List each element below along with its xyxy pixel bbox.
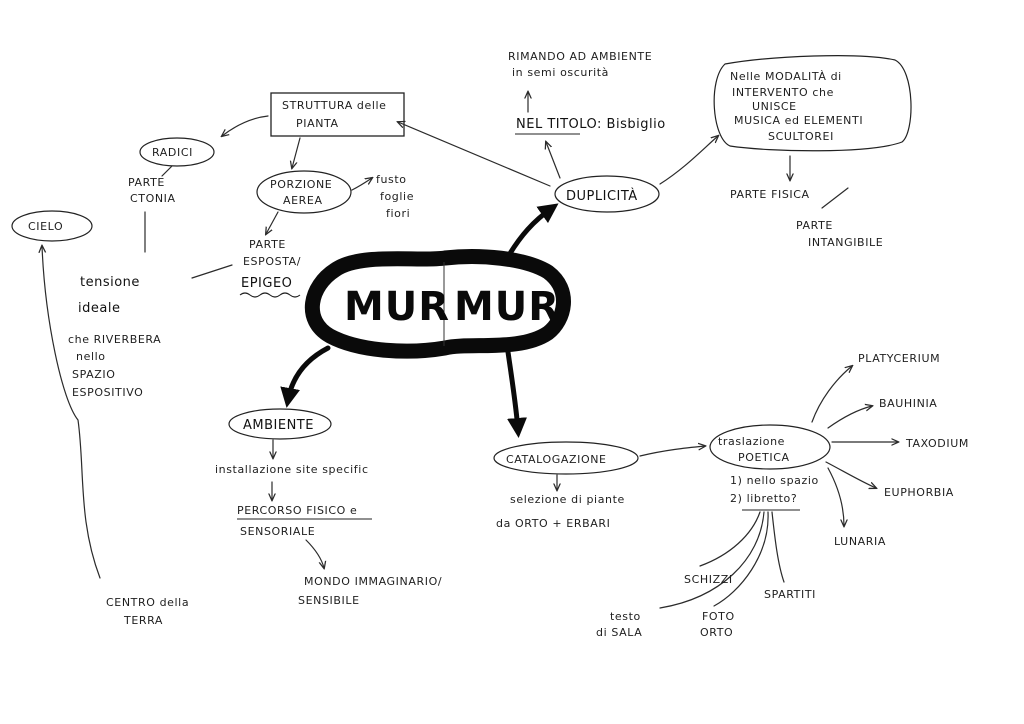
tensione-label-4: nello	[76, 350, 106, 363]
line-radici-ctonia	[161, 165, 173, 177]
arrow-duplicita-titolo	[546, 142, 561, 179]
intangibile-label-1: PARTE	[796, 219, 833, 232]
arrow-to-ambiente	[280, 345, 331, 408]
center-label-left: MUR	[344, 284, 450, 330]
porzione-label-2: AEREA	[283, 194, 323, 207]
mondo-label-2: SENSIBILE	[298, 594, 360, 607]
line-libretto-schizzi	[699, 511, 761, 567]
installazione-label: installazione site specific	[215, 463, 369, 476]
testo-label-1: testo	[610, 610, 641, 623]
line-esposta-tensione	[191, 264, 233, 279]
catalogazione-label: CATALOGAZIONE	[506, 453, 607, 466]
platycerium-label: PLATYCERIUM	[858, 352, 940, 365]
arrow-struttura-porzione	[292, 137, 301, 168]
radici-oval	[139, 137, 215, 167]
selezione-label-1: selezione di piante	[510, 493, 625, 506]
line-libretto-testo	[659, 511, 765, 609]
opzioni-label-2: 2) libretto?	[730, 492, 797, 505]
center-label-right: MUR	[454, 284, 560, 330]
tensione-label-6: ESPOSITIVO	[72, 386, 143, 399]
rimando-label-2: in semi oscurità	[512, 66, 609, 79]
modalita-label-3: UNISCE	[752, 100, 797, 113]
intangibile-label-2: INTANGIBILE	[808, 236, 883, 249]
lunaria-label: LUNARIA	[834, 535, 886, 548]
modalita-label-1: Nelle MODALITÀ di	[730, 70, 842, 83]
radici-label: RADICI	[152, 146, 193, 159]
arrow-to-duplicita	[502, 203, 559, 265]
epigeo-underline	[239, 292, 301, 298]
tensione-label-1: tensione	[80, 275, 140, 290]
arrow-catalogazione-traslazione	[639, 446, 705, 457]
opzioni-label-1: 1) nello spazio	[730, 474, 819, 487]
fisica-label: PARTE FISICA	[730, 188, 810, 201]
cielo-oval	[11, 210, 93, 242]
arrow-to-euphorbia	[825, 461, 876, 488]
fusto-label-1: fusto	[376, 173, 407, 186]
titolo-label: NEL TITOLO: Bisbiglio	[516, 117, 666, 132]
line-libretto-foto	[713, 511, 769, 607]
tensione-label-5: SPAZIO	[72, 368, 115, 381]
struttura-label-1: STRUTTURA delle	[282, 99, 387, 112]
line-libretto-spartiti	[771, 511, 785, 583]
tensione-label-3: che RIVERBERA	[68, 333, 161, 346]
arrow-to-catalogazione	[505, 349, 528, 438]
ctonia-label-1: PARTE	[128, 176, 165, 189]
catalogazione-oval	[493, 441, 639, 475]
arrow-percorso-mondo	[305, 539, 324, 568]
esposta-label-1: PARTE	[249, 238, 286, 251]
arrow-duplicita-struttura	[398, 122, 551, 187]
mondo-label-1: MONDO IMMAGINARIO/	[304, 575, 442, 588]
ambiente-oval	[228, 408, 332, 440]
struttura-box	[270, 92, 405, 137]
arrow-to-platycerium	[811, 366, 852, 423]
taxodium-label: TAXODIUM	[905, 437, 969, 450]
fusto-label-3: fiori	[386, 207, 410, 220]
slash-fisica-intangibile	[821, 187, 849, 209]
testo-label-2: di SALA	[596, 626, 642, 639]
traslazione-label-1: traslazione	[718, 435, 785, 448]
epigeo-label: EPIGEO	[241, 276, 292, 291]
selezione-label-2: da ORTO + ERBARI	[496, 517, 610, 530]
ctonia-label-2: CTONIA	[130, 192, 176, 205]
percorso-label-2: SENSORIALE	[240, 525, 315, 538]
foto-label-2: ORTO	[700, 626, 733, 639]
esposta-label-2: ESPOSTA/	[243, 255, 301, 268]
modalita-label-4: MUSICA ed ELEMENTI	[734, 114, 863, 127]
arrow-centro-cielo	[42, 246, 101, 579]
centro-label-1: CENTRO della	[106, 596, 189, 609]
center-blob	[304, 249, 571, 359]
cielo-label: CIELO	[28, 220, 63, 233]
centro-label-2: TERRA	[123, 614, 163, 627]
duplicita-oval	[554, 175, 660, 213]
bauhinia-label: BAUHINIA	[879, 397, 937, 410]
arrow-to-bauhinia	[827, 406, 872, 429]
percorso-label-1: PERCORSO FISICO e	[237, 504, 357, 517]
foto-label-1: FOTO	[702, 610, 735, 623]
euphorbia-label: EUPHORBIA	[884, 486, 954, 499]
traslazione-oval	[709, 424, 831, 470]
struttura-label-2: PIANTA	[296, 117, 339, 130]
tensione-label-2: ideale	[78, 301, 120, 316]
duplicita-label: DUPLICITÀ	[566, 188, 638, 204]
porzione-label-1: PORZIONE	[270, 178, 332, 191]
modalita-cloud	[713, 55, 912, 152]
fusto-label-2: foglie	[380, 190, 414, 203]
arrow-duplicita-modalita	[659, 136, 718, 185]
arrow-porzione-fusto	[351, 178, 372, 191]
arrow-porzione-esposta	[266, 211, 279, 234]
modalita-label-5: SCULTOREI	[768, 130, 834, 143]
arrow-struttura-radici	[222, 115, 269, 136]
ambiente-label: AMBIENTE	[243, 418, 314, 433]
porzione-oval	[256, 170, 352, 214]
spartiti-label: SPARTITI	[764, 588, 816, 601]
arrow-to-lunaria	[827, 467, 844, 526]
modalita-label-2: INTERVENTO che	[732, 86, 834, 99]
traslazione-label-2: POETICA	[738, 451, 790, 464]
schizzi-label: SCHIZZI	[684, 573, 733, 586]
rimando-label-1: RIMANDO AD AMBIENTE	[508, 50, 652, 63]
